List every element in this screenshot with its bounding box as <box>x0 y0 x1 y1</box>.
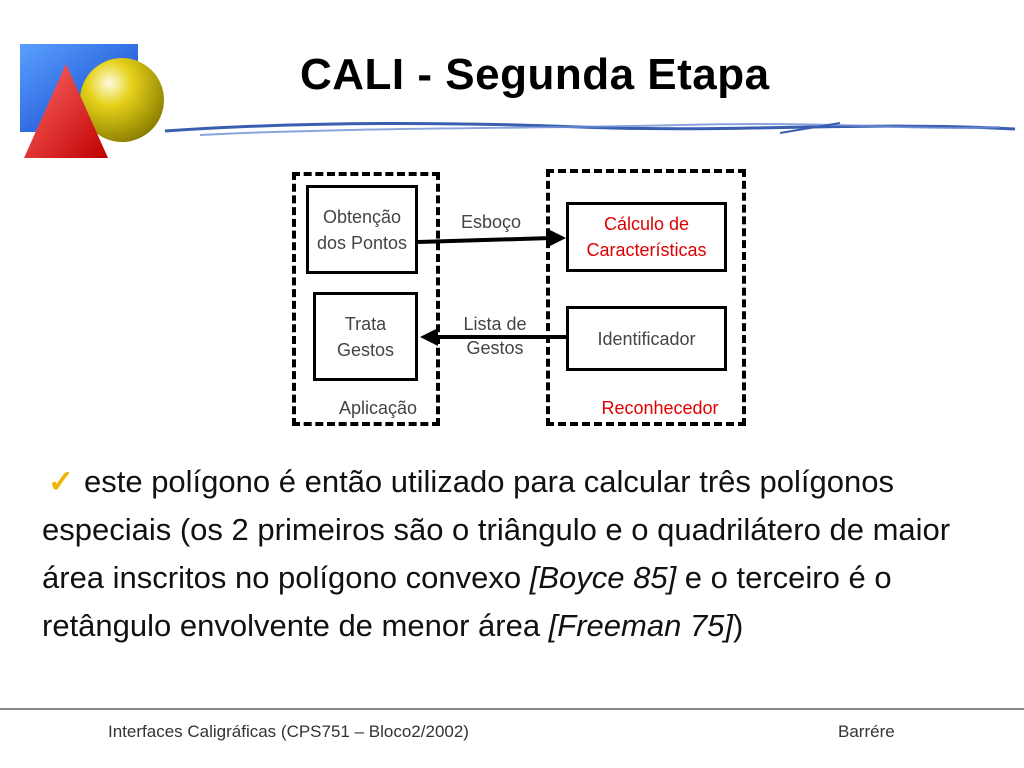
box-obtencao-label: Obtenção dos Pontos <box>316 206 408 253</box>
citation-boyce: [Boyce 85] <box>529 560 677 595</box>
footer-course: Interfaces Caligráficas (CPS751 – Bloco2… <box>108 722 469 741</box>
bullet-paragraph: ✓este polígono é então utilizado para ca… <box>42 458 1017 650</box>
region-reconhecedor-label: Reconhecedor <box>601 398 719 418</box>
box-identificador-label: Identificador <box>597 328 696 349</box>
slide-title: CALI - Segunda Etapa <box>300 50 770 99</box>
title-underline-decoration <box>164 122 1016 136</box>
box-calculo-caracteristicas: Cálculo de Características <box>566 202 727 272</box>
arrowhead-left <box>420 328 438 346</box>
region-aplicacao-label: Aplicação <box>338 398 418 418</box>
footer-author: Barrére <box>838 722 895 741</box>
box-trata-gestos: Trata Gestos <box>313 292 418 381</box>
arrow-esboco <box>417 236 553 244</box>
citation-freeman: [Freeman 75] <box>548 608 734 643</box>
region-reconhecedor <box>546 169 746 426</box>
checkmark-icon: ✓ <box>48 464 74 499</box>
bullet-text-part2: e o terceiro é o retângulo envolvente de… <box>42 560 892 643</box>
shapes-logo-icon <box>20 44 164 158</box>
box-identificador: Identificador <box>566 306 727 371</box>
arrow-esboco-label: Esboço <box>460 212 522 232</box>
arrow-lista-gestos-label: Lista de Gestos <box>463 314 527 358</box>
box-trata-label: Trata Gestos <box>336 313 395 360</box>
arrowhead-right <box>548 229 566 247</box>
bullet-text-part3: ) <box>733 608 744 643</box>
region-aplicacao <box>292 172 440 426</box>
box-obtencao-pontos: Obtenção dos Pontos <box>306 185 418 274</box>
box-calculo-label: Cálculo de Características <box>586 214 707 260</box>
bullet-text-part1: este polígono é então utilizado para cal… <box>42 464 951 595</box>
footer-divider <box>0 708 1024 710</box>
